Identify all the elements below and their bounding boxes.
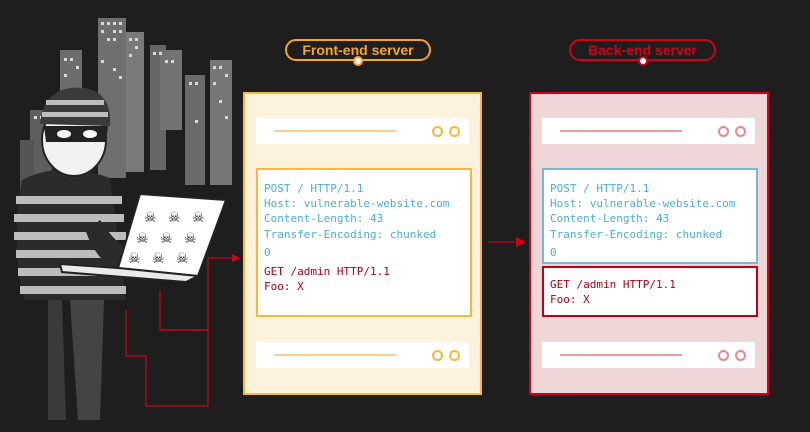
svg-text:☠: ☠	[152, 251, 165, 267]
smuggled-line: GET /admin HTTP/1.1	[264, 265, 390, 279]
status-light	[718, 350, 729, 361]
svg-text:☠: ☠	[176, 251, 189, 267]
chunk-terminator: 0	[550, 245, 557, 259]
server-status-bar-bottom	[542, 342, 755, 368]
label-connector-dot	[637, 56, 648, 66]
svg-text:☠: ☠	[192, 210, 205, 226]
status-light	[718, 126, 729, 137]
server-status-bar-top	[256, 118, 469, 144]
request-line: Transfer-Encoding: chunked	[550, 227, 723, 241]
request-line: Content-Length: 43	[264, 212, 384, 226]
server-status-bar-bottom	[256, 342, 469, 368]
laptop-icon: ☠☠☠ ☠☠☠ ☠☠☠	[58, 192, 228, 284]
server-status-bar-top	[542, 118, 755, 144]
svg-text:☠: ☠	[184, 231, 197, 247]
request-line: Host: vulnerable-website.com	[550, 197, 736, 211]
request-line: POST / HTTP/1.1	[264, 182, 364, 195]
smuggled-line: Foo: X	[264, 280, 304, 294]
svg-text:☠: ☠	[136, 231, 149, 247]
front-end-server-label-text: Front-end server	[302, 42, 414, 58]
status-light	[432, 126, 443, 137]
svg-text:☠: ☠	[144, 210, 157, 226]
request-line: POST / HTTP/1.1	[550, 182, 650, 195]
back-end-server-label-text: Back-end server	[588, 42, 697, 58]
chunk-terminator: 0	[264, 245, 271, 259]
request-line: Content-Length: 43	[550, 212, 670, 226]
status-light	[735, 126, 746, 137]
request-line: GET /admin HTTP/1.1	[550, 278, 676, 291]
svg-text:☠: ☠	[128, 251, 141, 267]
status-light	[735, 350, 746, 361]
request-line: Transfer-Encoding: chunked	[264, 227, 437, 241]
attack-path	[125, 257, 232, 407]
label-connector-dot	[353, 56, 363, 66]
svg-text:☠: ☠	[168, 210, 181, 226]
status-light	[449, 126, 460, 137]
request-line: Host: vulnerable-website.com	[264, 197, 450, 211]
request-line: Foo: X	[550, 293, 590, 307]
arrow-front-to-back	[488, 237, 526, 247]
back-end-server-label: Back-end server	[569, 39, 716, 66]
front-end-server-label: Front-end server	[285, 39, 431, 66]
status-light	[432, 350, 443, 361]
status-light	[449, 350, 460, 361]
svg-text:☠: ☠	[160, 231, 173, 247]
skull-icon: ☠☠☠ ☠☠☠ ☠☠☠	[128, 210, 205, 267]
arrow-into-front-end	[232, 254, 240, 262]
